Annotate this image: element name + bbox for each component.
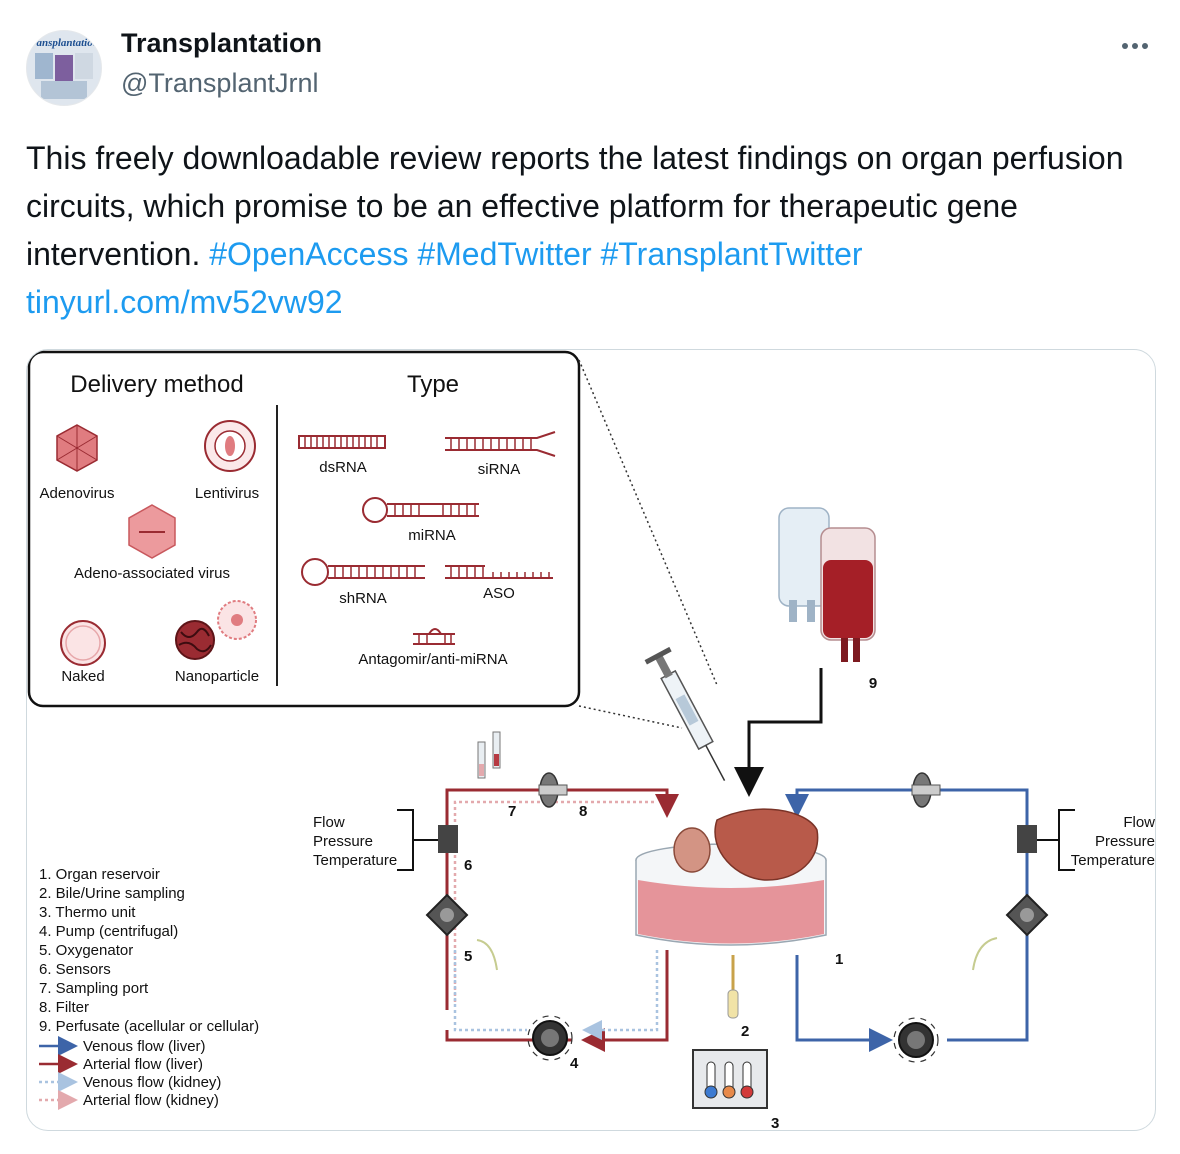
oxygenator-left-icon <box>425 893 469 937</box>
legend-arterial-liver: Arterial flow (liver) <box>83 1056 203 1073</box>
hashtag-openaccess[interactable]: #OpenAccess <box>209 236 409 272</box>
avatar-logo-text: transplantation <box>29 37 99 49</box>
hashtag-transplanttwitter[interactable]: #TransplantTwitter <box>600 236 863 272</box>
hashtag-medtwitter[interactable]: #MedTwitter <box>417 236 592 272</box>
delivery-adenovirus-label: Adenovirus <box>39 485 114 502</box>
perfusate-arrow <box>734 668 823 797</box>
delivery-aav-label: Adeno-associated virus <box>74 565 230 582</box>
thermo-unit-icon <box>692 1049 768 1109</box>
num-9-label: 9 <box>869 675 877 692</box>
mirna-icon <box>362 497 479 523</box>
legend-item-9: 9. Perfusate (acellular or cellular) <box>39 1018 259 1035</box>
type-antagomir-label: Antagomir/anti-miRNA <box>358 651 507 668</box>
syringe-icon <box>644 646 726 781</box>
right-sensor-flow: Flow <box>1123 814 1155 831</box>
organ-reservoir-icon <box>635 808 827 946</box>
avatar-cover-1 <box>35 53 53 79</box>
oxygenator-right-icon <box>1005 893 1049 937</box>
legend-item-4: 4. Pump (centrifugal) <box>39 923 178 940</box>
num-3-label: 3 <box>771 1115 779 1130</box>
num-5-label: 5 <box>464 948 472 965</box>
type-dsrna-label: dsRNA <box>319 459 367 476</box>
num-1-label: 1 <box>835 951 843 968</box>
left-circuit <box>445 788 679 1052</box>
dsrna-icon <box>298 435 386 449</box>
avatar-cover-3 <box>75 53 93 79</box>
lentivirus-icon <box>204 420 256 472</box>
legend-item-1: 1. Organ reservoir <box>39 866 160 883</box>
num-6-label: 6 <box>464 857 472 874</box>
legend-arterial-kidney: Arterial flow (kidney) <box>83 1092 219 1109</box>
author-handle[interactable]: @TransplantJrnl <box>121 68 319 98</box>
sampling-port-icon <box>477 731 501 779</box>
author-name[interactable]: Transplantation <box>121 28 323 58</box>
legend-item-8: 8. Filter <box>39 999 89 1016</box>
right-sensor-temperature: Temperature <box>1071 852 1155 869</box>
pump-right-icon <box>893 1017 939 1063</box>
aso-icon <box>445 565 553 579</box>
delivery-naked-label: Naked <box>61 668 104 685</box>
legend-item-6: 6. Sensors <box>39 961 111 978</box>
pump-left-icon <box>527 1015 573 1061</box>
zoom-line-top <box>578 359 718 686</box>
num-8-label: 8 <box>579 803 587 820</box>
tweet-body: This freely downloadable review reports … <box>26 140 1124 272</box>
num-7-label: 7 <box>508 803 516 820</box>
inset-box <box>27 350 581 708</box>
adenovirus-icon <box>56 424 98 472</box>
legend-item-5: 5. Oxygenator <box>39 942 133 959</box>
delivery-lentivirus-label: Lentivirus <box>195 485 259 502</box>
type-sirna-label: siRNA <box>478 461 521 478</box>
filter-right-icon <box>911 772 941 808</box>
legend-venous-kidney: Venous flow (kidney) <box>83 1074 221 1091</box>
tweet-media-figure[interactable]: Delivery method Type Adenovirus Lentivir… <box>26 349 1156 1131</box>
shrna-icon <box>301 558 425 586</box>
sensor-right-bracket <box>1037 809 1075 871</box>
left-sensor-pressure: Pressure <box>313 833 373 850</box>
more-options-icon[interactable] <box>1122 36 1156 52</box>
filter-left-icon <box>538 772 568 808</box>
tweet-text: This freely downloadable review reports … <box>26 134 1146 326</box>
sensor-left-icon <box>438 825 458 853</box>
num-2-label: 2 <box>741 1023 749 1040</box>
gas-arrow-left <box>476 939 498 971</box>
left-sensor-temperature: Temperature <box>313 852 397 869</box>
type-title: Type <box>407 371 459 398</box>
legend-item-2: 2. Bile/Urine sampling <box>39 885 185 902</box>
legend-venous-liver: Venous flow (liver) <box>83 1038 206 1055</box>
bile-tube-icon <box>727 989 739 1019</box>
sensor-right-icon <box>1017 825 1037 853</box>
naked-icon <box>60 620 106 666</box>
sirna-icon <box>445 431 556 457</box>
type-mirna-label: miRNA <box>408 527 456 544</box>
delivery-nanoparticle-label: Nanoparticle <box>175 668 259 685</box>
avatar-cover-2 <box>55 55 73 81</box>
perfusion-circuit-figure: Delivery method Type Adenovirus Lentivir… <box>27 350 1155 1130</box>
avatar-cover-4 <box>41 81 87 99</box>
antagomir-icon <box>413 628 455 645</box>
legend-item-7: 7. Sampling port <box>39 980 149 997</box>
type-shrna-label: shRNA <box>339 590 387 607</box>
nanoparticle-icon <box>175 600 257 660</box>
right-circuit <box>785 788 1029 1052</box>
right-sensor-pressure: Pressure <box>1095 833 1155 850</box>
legend-item-3: 3. Thermo unit <box>39 904 136 921</box>
author-avatar[interactable]: transplantation <box>26 30 102 106</box>
type-aso-label: ASO <box>483 585 515 602</box>
tweet-link[interactable]: tinyurl.com/mv52vw92 <box>26 284 343 320</box>
aav-icon <box>128 504 176 559</box>
zoom-line-bottom <box>578 705 683 729</box>
sensor-left-bracket <box>397 809 438 871</box>
num-4-label: 4 <box>570 1055 579 1072</box>
left-sensor-flow: Flow <box>313 814 345 831</box>
perfusate-bags-icon <box>778 507 876 662</box>
gas-arrow-right <box>972 937 998 971</box>
delivery-method-title: Delivery method <box>70 371 243 398</box>
